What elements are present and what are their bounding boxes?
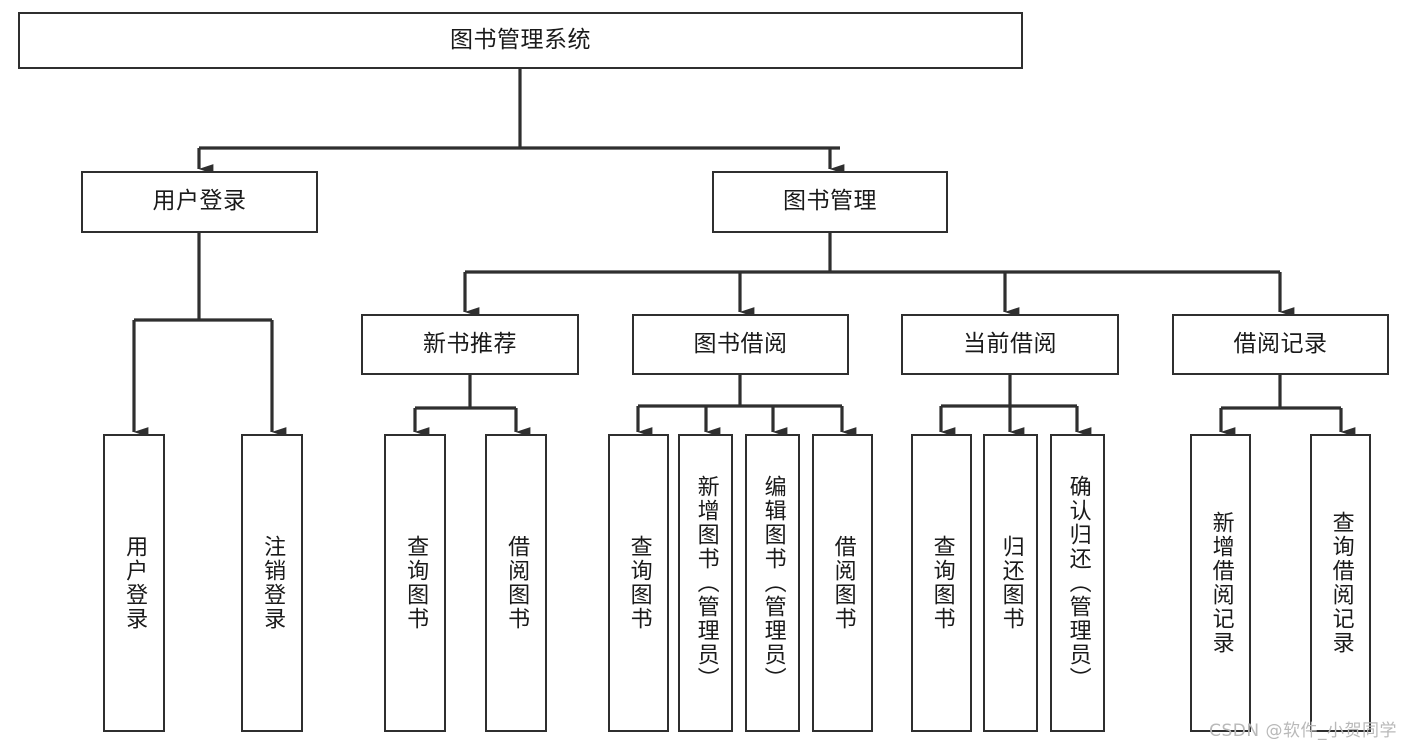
node-leaf-query-record[interactable]: 查询借阅记录 <box>1310 434 1371 732</box>
node-leaf-borrow-book-1-label: 借阅图书 <box>504 535 530 631</box>
node-leaf-user-login-label: 用户登录 <box>122 535 148 631</box>
node-book-manage-label: 图书管理 <box>783 188 877 215</box>
node-leaf-query-book-2-label: 查询图书 <box>626 535 652 631</box>
node-current-borrow[interactable]: 当前借阅 <box>901 314 1119 375</box>
node-user-login[interactable]: 用户登录 <box>81 171 318 233</box>
node-borrow-record[interactable]: 借阅记录 <box>1172 314 1389 375</box>
node-leaf-query-book-1-label: 查询图书 <box>403 535 429 631</box>
csdn-watermark: CSDN @软件_小贺同学 <box>1209 721 1397 741</box>
node-leaf-return-book[interactable]: 归还图书 <box>983 434 1038 732</box>
node-leaf-query-book-2[interactable]: 查询图书 <box>608 434 669 732</box>
node-leaf-add-book[interactable]: 新增图书（管理员） <box>678 434 733 732</box>
node-current-borrow-label: 当前借阅 <box>963 330 1057 357</box>
node-root-label: 图书管理系统 <box>450 26 591 53</box>
node-leaf-query-record-label: 查询借阅记录 <box>1328 511 1354 655</box>
node-new-book-rec-label: 新书推荐 <box>423 330 517 357</box>
node-leaf-add-record-label: 新增借阅记录 <box>1208 511 1234 655</box>
node-book-manage[interactable]: 图书管理 <box>712 171 948 233</box>
node-book-borrow-label: 图书借阅 <box>693 330 788 357</box>
node-borrow-record-label: 借阅记录 <box>1233 330 1328 357</box>
node-leaf-edit-book-label: 编辑图书（管理员） <box>760 475 786 691</box>
node-root[interactable]: 图书管理系统 <box>18 12 1023 69</box>
node-leaf-logout[interactable]: 注销登录 <box>241 434 303 732</box>
node-leaf-query-book-3-label: 查询图书 <box>929 535 955 631</box>
node-leaf-borrow-book-1[interactable]: 借阅图书 <box>485 434 547 732</box>
node-leaf-edit-book[interactable]: 编辑图书（管理员） <box>745 434 800 732</box>
node-leaf-confirm-return[interactable]: 确认归还（管理员） <box>1050 434 1105 732</box>
node-leaf-user-login[interactable]: 用户登录 <box>103 434 165 732</box>
node-new-book-rec[interactable]: 新书推荐 <box>361 314 579 375</box>
node-book-borrow[interactable]: 图书借阅 <box>632 314 849 375</box>
node-leaf-add-record[interactable]: 新增借阅记录 <box>1190 434 1251 732</box>
node-leaf-borrow-book-2-label: 借阅图书 <box>830 535 856 631</box>
node-leaf-logout-label: 注销登录 <box>260 535 286 631</box>
node-user-login-label: 用户登录 <box>152 188 247 215</box>
node-leaf-return-book-label: 归还图书 <box>998 535 1024 631</box>
node-leaf-query-book-1[interactable]: 查询图书 <box>384 434 446 732</box>
node-leaf-confirm-return-label: 确认归还（管理员） <box>1065 475 1091 691</box>
node-leaf-borrow-book-2[interactable]: 借阅图书 <box>812 434 873 732</box>
node-leaf-add-book-label: 新增图书（管理员） <box>693 475 719 691</box>
node-leaf-query-book-3[interactable]: 查询图书 <box>911 434 972 732</box>
